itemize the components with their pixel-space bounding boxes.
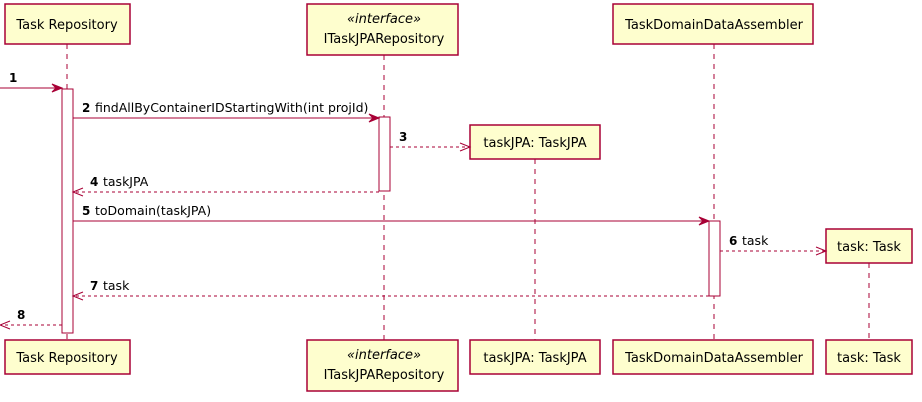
message-7: 7 task	[71, 278, 709, 301]
participant-stereotype: «interface»	[347, 12, 421, 27]
participant-name: ITaskJPARepository	[324, 368, 445, 383]
message-label: task	[742, 233, 769, 248]
participant-name: taskJPA: TaskJPA	[483, 136, 586, 151]
participant-assembler-head: TaskDomainDataAssembler	[612, 3, 814, 45]
participant-box	[612, 3, 814, 45]
message-number: 3	[399, 130, 407, 144]
message-number: 2	[82, 101, 90, 115]
participant-name: ITaskJPARepository	[324, 32, 445, 47]
arrowhead	[815, 246, 828, 256]
participant-itask-foot: «interface» ITaskJPARepository	[306, 339, 459, 392]
message-label: findAllByContainerIDStartingWith(int pro…	[95, 100, 368, 115]
message-4: 4 taskJPA	[71, 174, 379, 197]
participant-repo-head: Task Repository	[4, 3, 131, 45]
messages: 1 2 findAllByContainerIDStartingWith(int p…	[0, 71, 828, 330]
activation-bars	[61, 88, 721, 334]
participant-box	[306, 339, 459, 392]
participant-stereotype: «interface»	[347, 348, 421, 363]
participant-name: task: Task	[837, 240, 901, 255]
participant-box	[306, 3, 459, 56]
participant-itask-head: «interface» ITaskJPARepository	[306, 3, 459, 56]
participant-box	[4, 3, 131, 45]
message-label: task	[103, 278, 130, 293]
message-2: 2 findAllByContainerIDStartingWith(int pr…	[73, 100, 381, 123]
participant-box	[4, 339, 131, 375]
participant-taskjpa-foot: taskJPA: TaskJPA	[469, 339, 601, 375]
message-1: 1	[0, 71, 64, 93]
participant-repo-foot: Task Repository	[4, 339, 131, 375]
message-8: 8	[0, 308, 62, 330]
participant-name: TaskDomainDataAssembler	[624, 18, 804, 33]
message-number: 4	[90, 175, 98, 189]
participant-box	[469, 339, 601, 375]
message-number: 1	[9, 71, 17, 85]
message-number: 6	[729, 234, 737, 248]
arrowhead	[698, 216, 711, 226]
participant-name: Task Repository	[15, 18, 118, 33]
lifelines	[66, 44, 870, 340]
activation-repo	[61, 88, 74, 334]
participant-name: taskJPA: TaskJPA	[483, 351, 586, 366]
arrowhead	[71, 187, 84, 197]
activation-assembler	[708, 220, 721, 297]
arrowhead	[368, 113, 381, 123]
participant-box	[612, 339, 814, 375]
message-3: 3	[390, 130, 472, 152]
message-number: 7	[90, 279, 98, 293]
message-6: 6 task	[720, 233, 828, 256]
participant-taskjpa-created: taskJPA: TaskJPA	[469, 124, 601, 160]
participant-task-created: task: Task	[825, 228, 913, 264]
message-label: toDomain(taskJPA)	[95, 203, 211, 218]
participant-name: task: Task	[837, 351, 901, 366]
activation-itask	[378, 116, 391, 192]
participant-name: TaskDomainDataAssembler	[624, 351, 804, 366]
arrowhead	[0, 320, 11, 330]
participant-box	[825, 228, 913, 264]
participant-box	[825, 339, 913, 375]
message-number: 8	[17, 308, 25, 322]
arrowhead	[51, 83, 64, 93]
message-label: taskJPA	[103, 174, 149, 189]
message-number: 5	[82, 204, 90, 218]
arrowhead	[459, 142, 472, 152]
participant-name: Task Repository	[15, 351, 118, 366]
participant-box	[469, 124, 601, 160]
message-5: 5 toDomain(taskJPA)	[73, 203, 711, 226]
participant-assembler-foot: TaskDomainDataAssembler	[612, 339, 814, 375]
arrowhead	[71, 291, 84, 301]
participant-task-foot: task: Task	[825, 339, 913, 375]
